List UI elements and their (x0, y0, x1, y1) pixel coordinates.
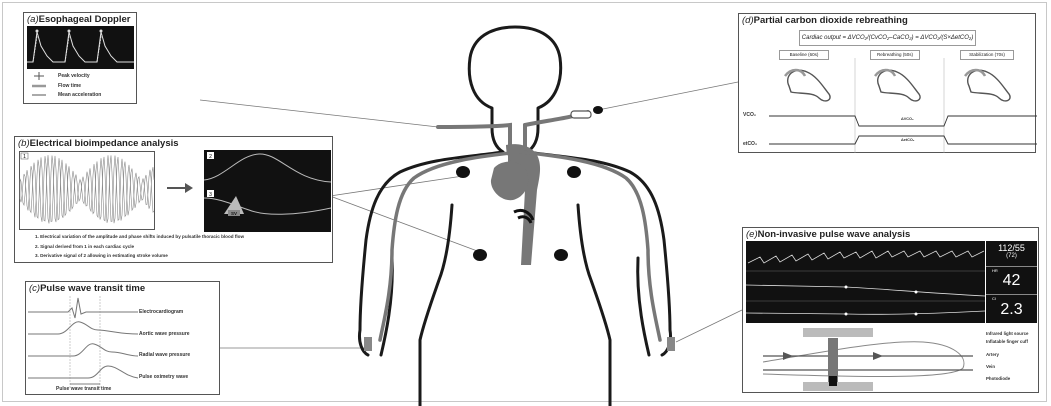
heart (491, 162, 528, 201)
finger-label-light-source: Infrared light source (986, 331, 1028, 336)
panel-bioimpedance: (b)Electrical bioimpedance analysis 1 SV… (14, 136, 333, 263)
equation-text: Cardiac output = ΔVCO₂/(CvCO₂–CaCO₂) = Δ… (802, 35, 973, 41)
panel-e-title-text: Non-invasive pulse wave analysis (758, 229, 911, 240)
finger-cuff-diagram (763, 326, 983, 392)
panel-esophageal-doppler: (a)Esophageal Doppler Peak velocity Flow… (23, 12, 137, 104)
readout-bp: 112/55 (986, 243, 1037, 253)
transit-time-label: Pulse wave transit time (56, 386, 111, 392)
panel-a-letter: (a) (27, 14, 39, 25)
graph-2-label: 2 (209, 154, 212, 160)
connector-a (200, 100, 438, 127)
arrow-icon (165, 181, 195, 195)
body-silhouette (359, 27, 670, 406)
row-vco2-label: VCO₂ (743, 112, 756, 118)
bioimpedance-note-2: 2. Signal derived from 1 in each cardiac… (35, 244, 134, 249)
monitor-waveforms (746, 241, 985, 323)
doppler-waveform (27, 26, 134, 69)
connector-b2 (330, 196, 480, 252)
finger-label-cuff: Inflatable finger cuff (986, 339, 1028, 344)
bioimpedance-screen: SV 2 3 (204, 150, 331, 232)
equation-box: Cardiac output = ΔVCO₂/(CvCO₂–CaCO₂) = Δ… (799, 30, 976, 46)
panel-pulse-wave-analysis: (e)Non-invasive pulse wave analysis 112/… (742, 227, 1039, 393)
legend-peak-velocity: Peak velocity (58, 73, 90, 79)
co2-sensor (571, 111, 591, 118)
co2-loops-and-traces (739, 58, 1037, 153)
legend-mean-acceleration: Mean acceleration (58, 92, 101, 98)
finger-label-artery: Artery (986, 352, 999, 357)
readout-panel: 112/55 (72) HR 42 CI 2.3 (986, 241, 1037, 323)
electrode-upper-left (456, 166, 470, 178)
readout-ci-value: 2.3 (986, 301, 1037, 319)
bioimpedance-note-3: 3. Derivative signal of 2 allowing in es… (35, 253, 168, 258)
electrode-lower-right (554, 249, 568, 261)
trace-aortic-label: Aortic wave pressure (139, 331, 190, 337)
impedance-oscillation: 1 (19, 151, 159, 231)
panel-e-title: (e)Non-invasive pulse wave analysis (746, 229, 910, 240)
panel-c-title: (c)Pulse wave transit time (29, 283, 145, 294)
trace-ecg-label: Electrocardiogram (139, 309, 183, 315)
co2-sensor-tip (593, 106, 603, 114)
sv-label: SV (231, 211, 237, 216)
finger-label-vein: Vein (986, 364, 995, 369)
panel-c-letter: (c) (29, 283, 40, 294)
wrist-sensor-left (364, 337, 372, 351)
finger-cuff-right (667, 337, 675, 351)
bioimpedance-note-1: 1. Electrical variation of the amplitude… (35, 234, 244, 239)
panel-d-title-text: Partial carbon dioxide rebreathing (754, 15, 908, 26)
panel-b-title-text: Electrical bioimpedance analysis (30, 138, 179, 149)
electrode-lower-left (473, 249, 487, 261)
readout-bp-mean: (72) (986, 253, 1037, 259)
panel-pulse-transit: (c)Pulse wave transit time Electrocardio… (25, 281, 220, 395)
panel-e-letter: (e) (746, 229, 758, 240)
panel-d-title: (d)Partial carbon dioxide rebreathing (742, 15, 908, 26)
transit-traces (28, 296, 138, 388)
panel-b-letter: (b) (18, 138, 30, 149)
panel-a-title-text: Esophageal Doppler (39, 14, 131, 25)
delta-etco2-label: ΔetCO₂ (901, 138, 915, 142)
doppler-screen (27, 26, 134, 69)
finger-label-photodiode: Photodiode (986, 376, 1010, 381)
electrode-upper-right (567, 166, 581, 178)
monitor-screen (746, 241, 985, 323)
readout-hr-value: 42 (986, 272, 1037, 290)
connector-e (676, 310, 742, 342)
bioimpedance-waveforms: SV 2 3 (204, 150, 331, 232)
connector-b1 (330, 176, 463, 196)
trace-oximetry-label: Pulse oximetry wave (139, 374, 188, 380)
row-etco2-label: etCO₂ (743, 141, 757, 147)
panel-d-letter: (d) (742, 15, 754, 26)
trace-radial-label: Radial wave pressure (139, 352, 190, 358)
panel-co2-rebreathing: (d)Partial carbon dioxide rebreathing Ca… (738, 13, 1036, 153)
panel-b-title: (b)Electrical bioimpedance analysis (18, 138, 179, 149)
panel-c-title-text: Pulse wave transit time (40, 283, 145, 294)
panel-a-title: (a)Esophageal Doppler (27, 14, 130, 25)
graph-1-label: 1 (23, 154, 26, 160)
connector-d (598, 82, 738, 110)
legend-flow-time: Flow time (58, 83, 81, 89)
graph-3-label: 3 (209, 192, 212, 198)
delta-vco2-label: ΔVCO₂ (901, 117, 914, 121)
